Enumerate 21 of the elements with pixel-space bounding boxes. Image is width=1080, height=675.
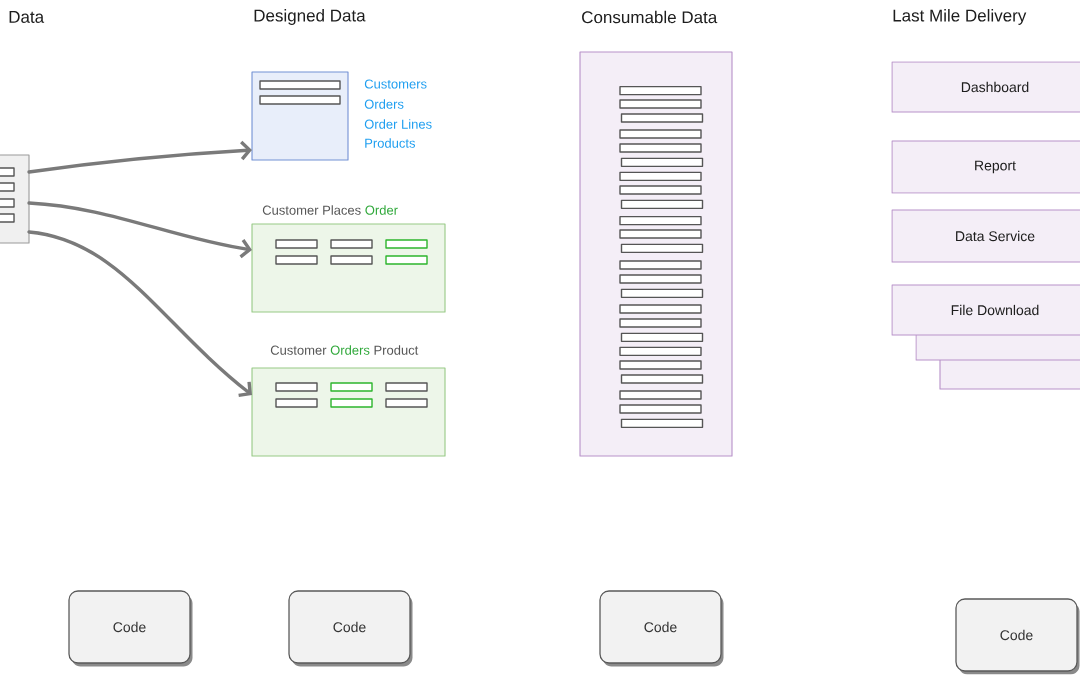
column-heading: Data (9, 11, 45, 23)
code-box: Code (288, 590, 413, 667)
arrow (27, 140, 252, 174)
output-box: Dashboard (891, 61, 1080, 113)
code-box: Code (599, 590, 724, 667)
code-box: Code (68, 590, 193, 667)
entity-name: Products (365, 138, 416, 148)
output-box: Report (891, 140, 1080, 194)
column-heading: Last Mile Delivery (893, 9, 1027, 25)
entity-name: Orders (364, 99, 404, 109)
arrow (27, 201, 252, 259)
stacked-box: File Download (891, 284, 1080, 390)
entity-name: Customers (364, 79, 427, 89)
table-title: Customer Places Order (262, 205, 398, 215)
output-box: Data Service (891, 209, 1080, 263)
arrow (27, 230, 252, 398)
column-heading: Consumable Data (582, 10, 718, 24)
code-box: Code (955, 598, 1080, 675)
table-title: Customer Orders Product (270, 345, 419, 355)
entity-name: Order Lines (364, 119, 432, 129)
column-heading: Designed Data (254, 9, 366, 25)
